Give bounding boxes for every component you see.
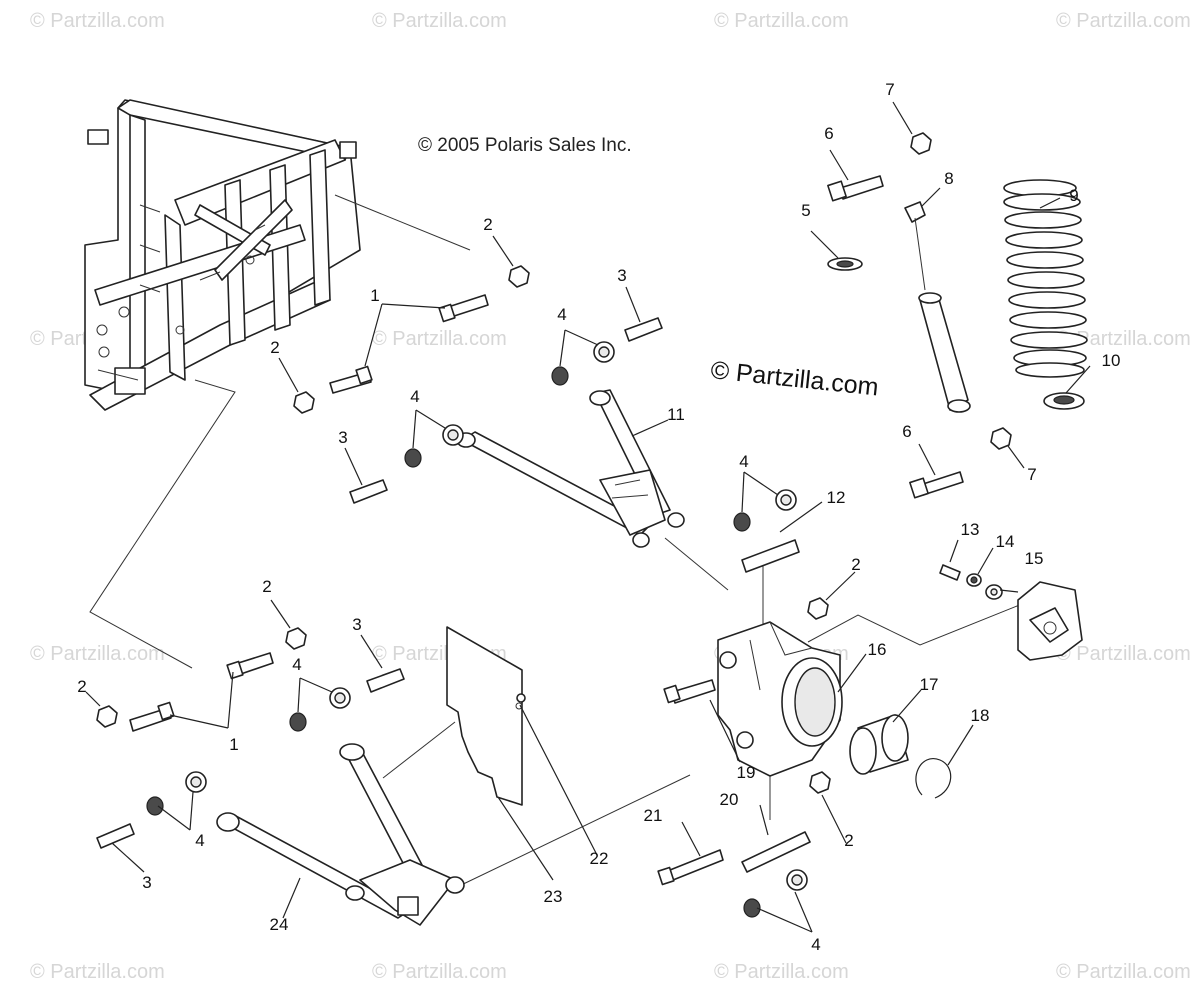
callout-17: 17 [920,675,939,694]
copyright-notice: © 2005 Polaris Sales Inc. [418,135,632,156]
watermark: © Partzilla.com [30,10,165,32]
nuts [96,132,1012,794]
watermarks: © Partzilla.com © Partzilla.com © Partzi… [30,10,1191,983]
callout-18: 18 [971,706,990,725]
skid-plate [446,626,523,806]
callout-2: 2 [77,677,86,696]
bolts [129,175,964,886]
watermark: © Partzilla.com [1056,10,1191,32]
callout-9: 9 [1069,186,1078,205]
spring-retainer [1043,392,1085,410]
callout-4: 4 [410,387,419,406]
brake-bracket [1017,581,1083,661]
callout-5: 5 [801,201,810,220]
callout-4: 4 [557,305,566,324]
watermark: © Partzilla.com [1056,328,1191,350]
wheel-bearing [849,714,909,775]
bearing-carrier [717,621,843,777]
callout-15: 15 [1025,549,1044,568]
callout-1: 1 [229,735,238,754]
sleeves [96,317,811,873]
watermark: © Partzilla.com [372,10,507,32]
leader-lines [89,194,1023,889]
callout-1: 1 [370,286,379,305]
callout-3: 3 [617,266,626,285]
watermark: © Partzilla.com [30,961,165,983]
callout-2: 2 [844,831,853,850]
callout-20: 20 [720,790,739,809]
snap-ring [915,758,952,799]
upper-a-arm [456,389,685,548]
callout-12: 12 [827,488,846,507]
callout-10: 10 [1102,351,1121,370]
callout-6: 6 [824,124,833,143]
callout-4: 4 [739,452,748,471]
frame-assembly [84,99,361,411]
callout-21: 21 [644,806,663,825]
watermark: © Partzilla.com [372,961,507,983]
callout-14: 14 [996,532,1015,551]
callout-22: 22 [590,849,609,868]
callout-8: 8 [944,169,953,188]
watermark: © Partzilla.com [1056,961,1191,983]
callout-6: 6 [902,422,911,441]
callout-4: 4 [811,935,820,954]
callout-3: 3 [338,428,347,447]
callout-24: 24 [270,915,289,934]
callout-leaders [85,101,1091,933]
callout-4: 4 [292,655,301,674]
callout-3: 3 [352,615,361,634]
watermark: © Partzilla.com [372,328,507,350]
callout-2: 2 [270,338,279,357]
callout-labels: 1 1 2 2 2 2 2 2 3 3 3 3 4 4 4 4 4 4 5 6 … [77,80,1120,954]
callout-7: 7 [1027,465,1036,484]
watermark: © Partzilla.com [714,10,849,32]
bushings [146,341,808,918]
callout-16: 16 [868,640,887,659]
watermark: © Partzilla.com [1056,643,1191,665]
partzilla-brand: © Partzilla.com [709,356,879,401]
callout-11: 11 [667,405,685,424]
callout-2: 2 [851,555,860,574]
callout-3: 3 [142,873,151,892]
callout-19: 19 [737,763,756,782]
callout-2: 2 [262,577,271,596]
callout-4: 4 [195,831,204,850]
lower-a-arm [216,743,465,926]
callout-2: 2 [483,215,492,234]
watermark: © Partzilla.com [30,643,165,665]
watermark: © Partzilla.com [714,961,849,983]
washers [516,257,1003,703]
callout-13: 13 [961,520,980,539]
callout-23: 23 [544,887,563,906]
callout-7: 7 [885,80,894,99]
shock-absorber [904,201,971,413]
coil-spring [1003,179,1088,378]
